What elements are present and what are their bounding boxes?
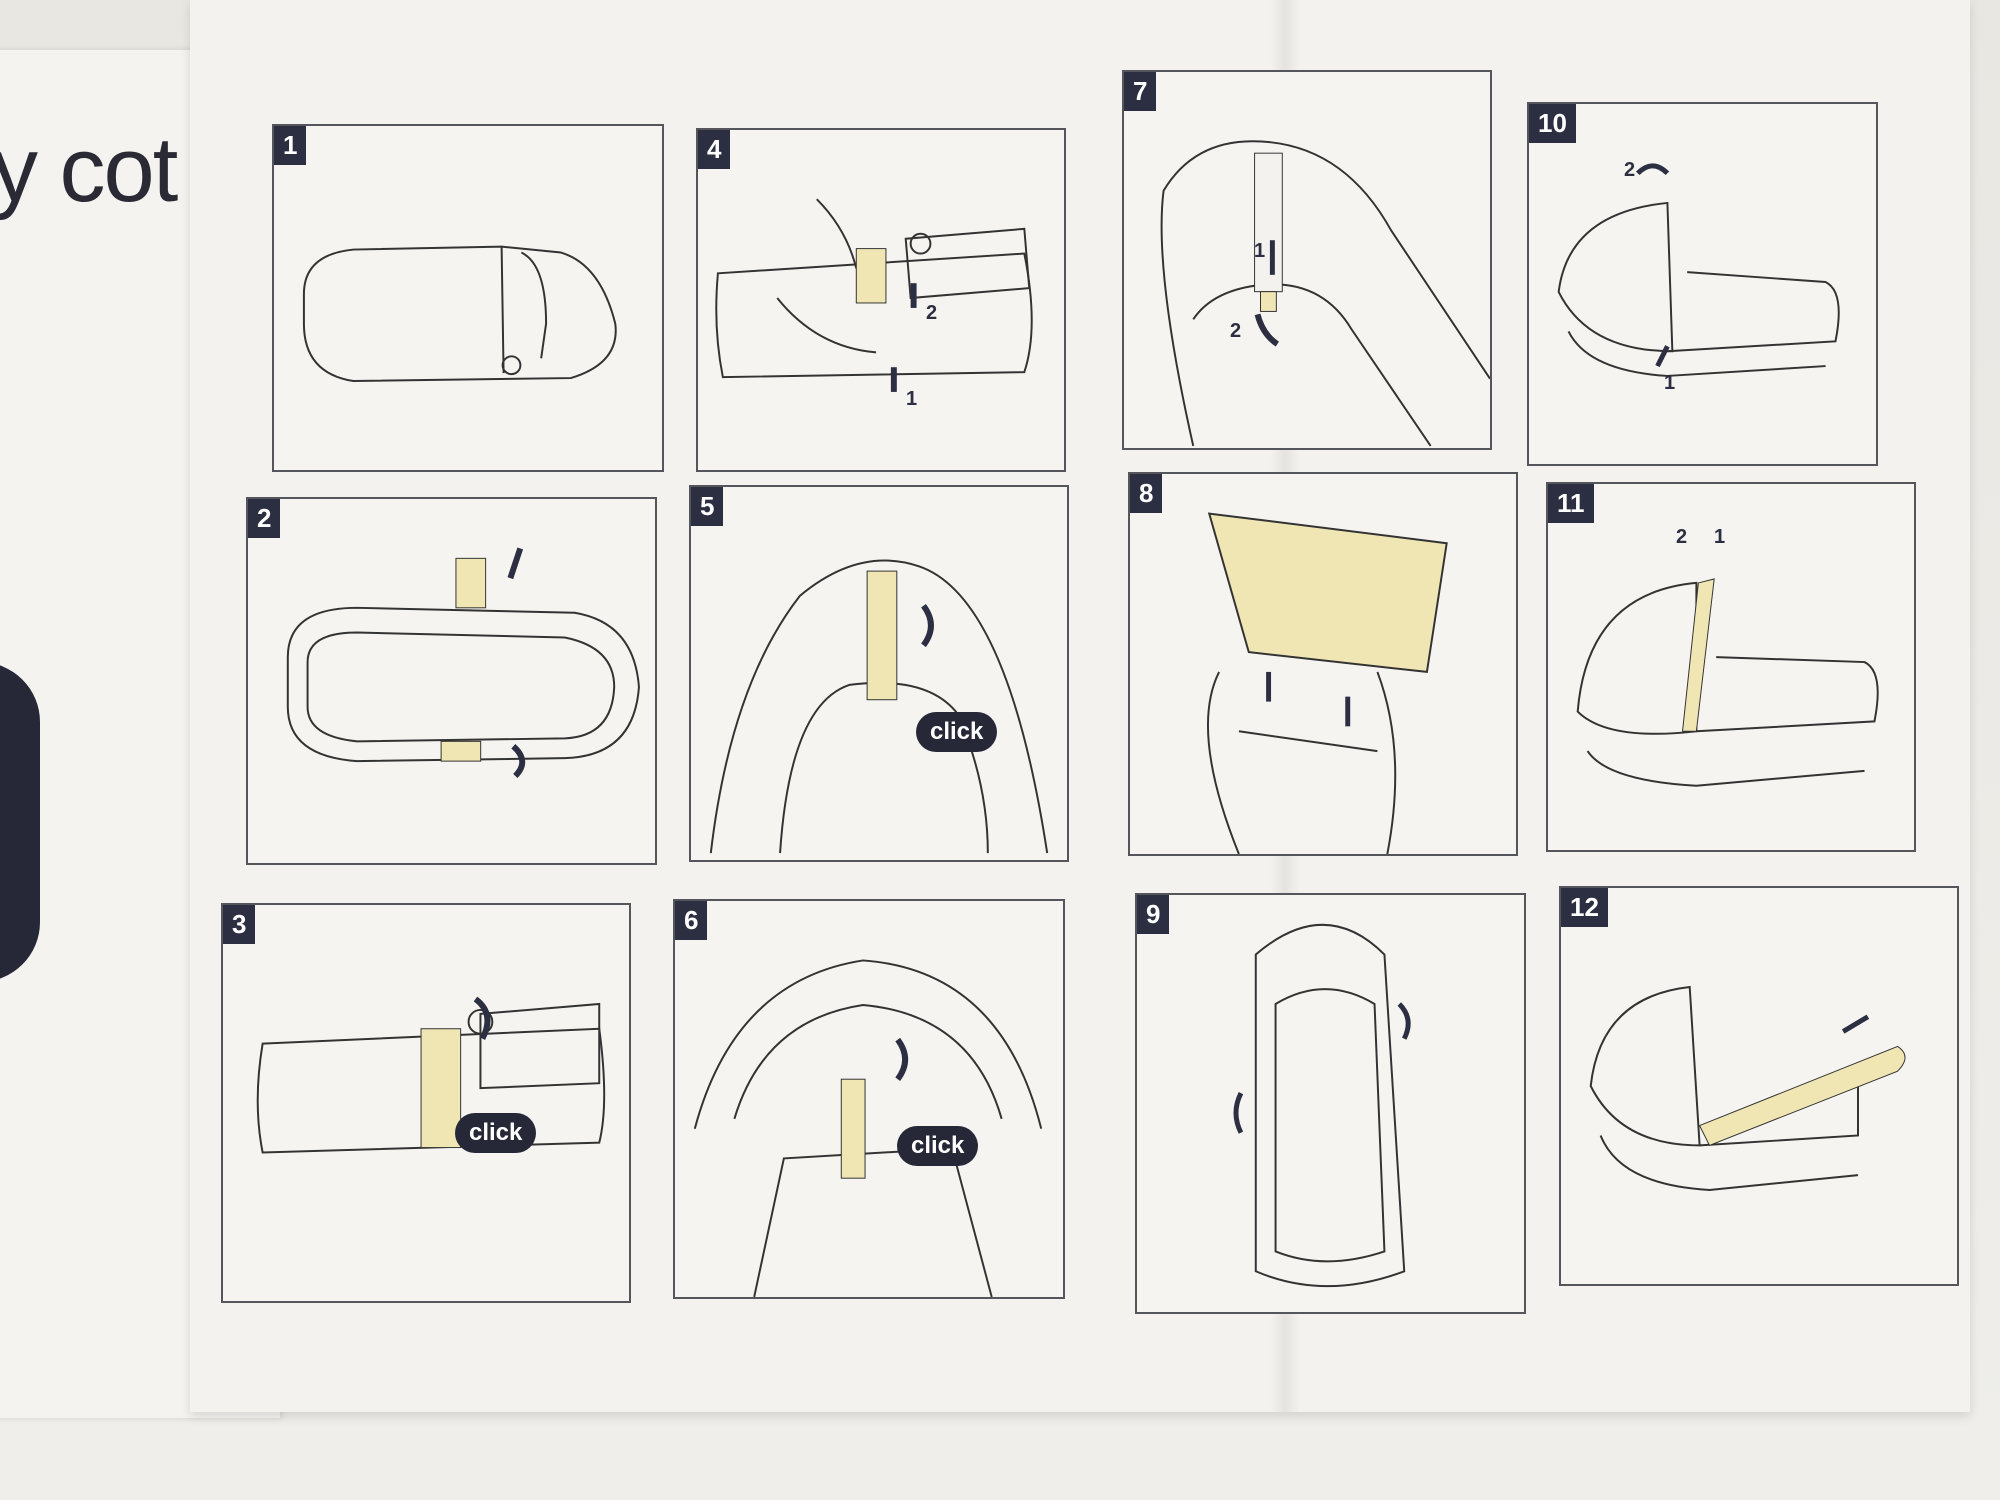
carrycot-closed-illustration <box>302 245 617 383</box>
step-number: 1 <box>274 126 307 165</box>
step-number: 7 <box>1124 72 1157 111</box>
step-number: 8 <box>1130 474 1163 513</box>
step-number: 2 <box>248 499 281 538</box>
step-label: 2 <box>1676 526 1688 548</box>
carrycot-on-chassis-illustration <box>1206 512 1448 854</box>
step-3-panel: 3 click <box>221 903 631 1303</box>
step-label: 2 <box>1230 320 1242 342</box>
step-label: 2 <box>926 302 938 324</box>
step-number: 12 <box>1561 888 1608 927</box>
step-number: 4 <box>698 130 731 169</box>
apron-attach-illustration <box>1589 985 1906 1191</box>
step-8-panel: 8 <box>1128 472 1518 856</box>
page-title: y cot <box>0 119 178 221</box>
adapter-attach-illustration <box>256 996 606 1154</box>
hood-bracket-illustration <box>709 559 1049 854</box>
click-badge: click <box>897 1126 979 1166</box>
step-number: 5 <box>691 487 724 526</box>
step-number: 6 <box>675 901 708 940</box>
step-number: 11 <box>1548 484 1594 523</box>
step-label: 1 <box>1254 240 1266 262</box>
carrycot-top-view-illustration <box>1233 924 1411 1288</box>
hood-bar-illustration <box>1576 578 1879 787</box>
step-label: 1 <box>1714 526 1726 548</box>
hood-fold-illustration <box>1557 163 1840 377</box>
step-number: 9 <box>1137 895 1170 934</box>
step-7-panel: 7 1 2 <box>1122 70 1492 450</box>
step-4-panel: 4 1 2 <box>696 128 1066 472</box>
adapter-release-illustration <box>715 198 1033 392</box>
step-label: 2 <box>1624 159 1636 181</box>
step-label: 1 <box>906 388 918 410</box>
step-label: 1 <box>1664 372 1676 394</box>
step-2-panel: 2 <box>246 497 657 865</box>
click-badge: click <box>455 1113 537 1153</box>
step-12-panel: 12 <box>1559 886 1959 1286</box>
hood-attach-illustration <box>693 959 1043 1297</box>
step-6-panel: 6 click <box>673 899 1065 1299</box>
step-number: 3 <box>223 905 256 944</box>
step-5-panel: 5 click <box>689 485 1069 862</box>
dark-illustration <box>0 662 40 982</box>
step-11-panel: 11 2 1 <box>1546 482 1916 852</box>
step-10-panel: 10 2 1 <box>1527 102 1878 466</box>
step-9-panel: 9 <box>1135 893 1526 1314</box>
click-badge: click <box>916 712 998 752</box>
step-1-panel: 1 <box>272 124 664 472</box>
step-number: 10 <box>1529 104 1576 143</box>
carrycot-top-illustration <box>286 547 640 779</box>
hood-release-illustration <box>1160 140 1490 447</box>
